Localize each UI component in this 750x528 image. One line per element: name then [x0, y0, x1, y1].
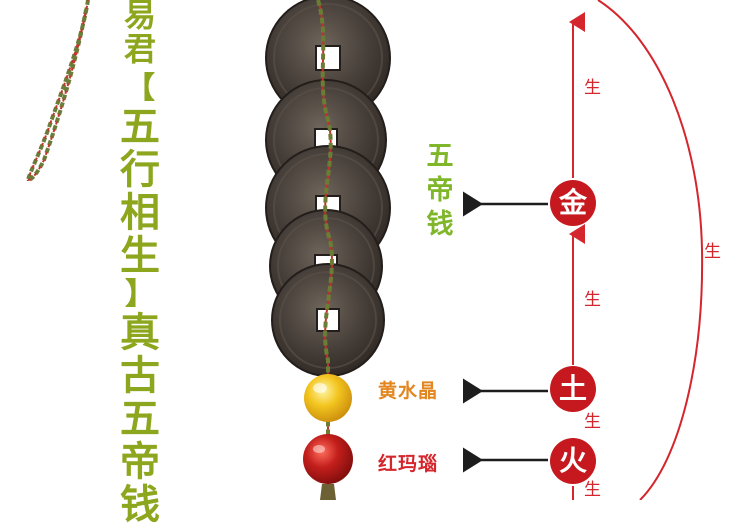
- generates-label: 生: [584, 480, 601, 500]
- vertical-title: 易君 【 五 行 相 生 】 真 古 五 帝 钱: [118, 0, 162, 527]
- title-char: 帝: [120, 439, 160, 485]
- generates-label: 生: [584, 290, 601, 310]
- title-char: 真: [120, 310, 160, 356]
- generates-label: 生: [584, 78, 601, 98]
- red-agate-bead: [303, 434, 353, 484]
- braided-cord: [316, 0, 334, 480]
- generates-label: 生: [584, 412, 601, 432]
- title-char: 五: [120, 396, 160, 442]
- coin-stack: [265, 0, 391, 377]
- hanging-cord: [25, 0, 90, 183]
- product-scene: 易君 【 五 行 相 生 】 真 古 五 帝 钱 五帝钱 黄水晶 红玛瑙 金 土…: [25, 0, 721, 527]
- bracket-close: 】: [125, 277, 155, 312]
- fire-element-badge: 火: [550, 438, 596, 484]
- title-char: 相: [120, 190, 160, 236]
- generates-label: 生: [704, 242, 721, 262]
- earth-element-badge: 土: [550, 366, 596, 412]
- title-char: 五: [120, 104, 160, 150]
- title-char: 生: [120, 233, 160, 279]
- title-char: 钱: [120, 482, 160, 528]
- red-agate-label: 红玛瑙: [378, 453, 439, 475]
- five-emperor-coins-label: 五帝钱: [426, 141, 454, 240]
- title-char: 行: [120, 147, 160, 193]
- tassel-knot: [320, 484, 336, 500]
- title-char: 古: [120, 353, 160, 399]
- metal-element-badge: 金: [550, 180, 596, 226]
- generation-cycle: [569, 0, 704, 500]
- brand-name: 易君: [123, 0, 156, 68]
- bracket-open: 【: [125, 71, 155, 106]
- citrine-label: 黄水晶: [378, 380, 439, 402]
- citrine-bead: [304, 374, 352, 422]
- five-emperor-coins-illustration: [25, 0, 704, 500]
